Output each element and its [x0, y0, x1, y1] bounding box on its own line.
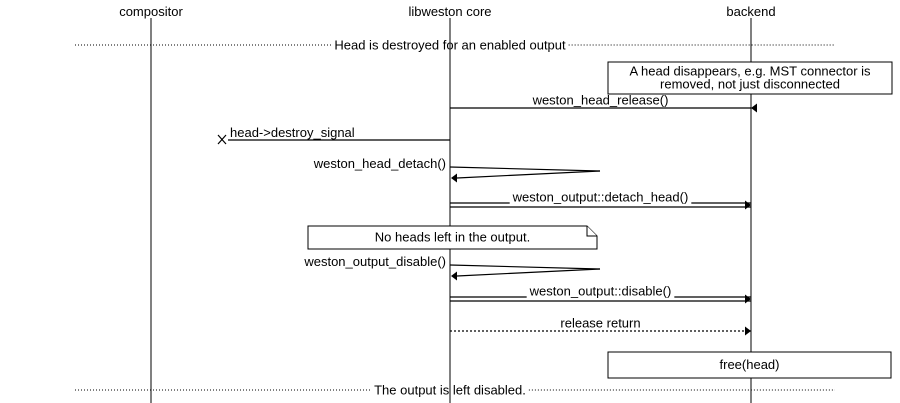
arrow-head [751, 103, 757, 113]
message-weston-output-detach-head: weston_output::detach_head() [450, 190, 751, 210]
arrow-head [745, 294, 751, 304]
note-mst-note: A head disappears, e.g. MST connector is… [607, 61, 893, 95]
note-text-line: free(head) [720, 357, 780, 372]
message-label: weston_head_release() [532, 93, 669, 108]
note-body [607, 61, 893, 95]
message-label-background [509, 191, 692, 204]
dividers-group: Head is destroyed for an enabled outputT… [75, 38, 835, 398]
note-text-line: removed, not just disconnected [660, 77, 840, 92]
participant-label-libweston-core: libweston core [408, 4, 491, 19]
note-folded-corner-icon [586, 226, 597, 237]
note-body [307, 225, 598, 250]
note-no-heads-note: No heads left in the output. [307, 225, 598, 250]
divider-label: Head is destroyed for an enabled output [334, 38, 566, 53]
message-weston-head-detach: weston_head_detach() [313, 156, 601, 183]
self-message-back [456, 268, 601, 277]
self-message-out [449, 166, 601, 172]
message-label: release return [560, 316, 640, 331]
message-label: head->destroy_signal [230, 125, 355, 140]
divider-top: Head is destroyed for an enabled output [75, 38, 835, 53]
message-weston-output-disable: weston_output::disable() [450, 284, 751, 304]
lost-message-x-icon [217, 134, 227, 145]
divider-bottom: The output is left disabled. [75, 383, 835, 398]
arrow-head [745, 326, 751, 336]
message-head-destroy-signal: head->destroy_signal [217, 125, 450, 145]
message-label: weston_output::detach_head() [512, 190, 689, 205]
messages-group: weston_head_release() head->destroy_signa… [217, 93, 757, 336]
notes-group: A head disappears, e.g. MST connector is… [307, 61, 893, 379]
note-body [607, 351, 892, 379]
note-text-line: No heads left in the output. [375, 230, 530, 245]
message-weston-head-release: weston_head_release() [450, 93, 757, 113]
participants-group: compositor libweston core backend [119, 4, 775, 19]
participant-label-backend: backend [726, 4, 775, 19]
message-label-background [557, 317, 644, 330]
self-message-out [449, 264, 601, 270]
note-free-head-note: free(head) [607, 351, 892, 379]
message-label-background [526, 285, 675, 298]
message-label: weston_head_detach() [313, 156, 446, 171]
message-release-return: release return [450, 316, 751, 336]
message-label: weston_output_disable() [303, 254, 446, 269]
self-message-back [456, 170, 601, 179]
message-label: weston_output::disable() [529, 284, 672, 299]
message-label-background [529, 94, 672, 107]
arrow-head [451, 173, 457, 183]
message-weston-output-disable-call: weston_output_disable() [303, 254, 601, 281]
arrow-head [745, 200, 751, 210]
participant-label-compositor: compositor [119, 4, 183, 19]
note-text-line: A head disappears, e.g. MST connector is [629, 64, 871, 79]
arrow-head [451, 271, 457, 281]
divider-label: The output is left disabled. [374, 383, 526, 398]
